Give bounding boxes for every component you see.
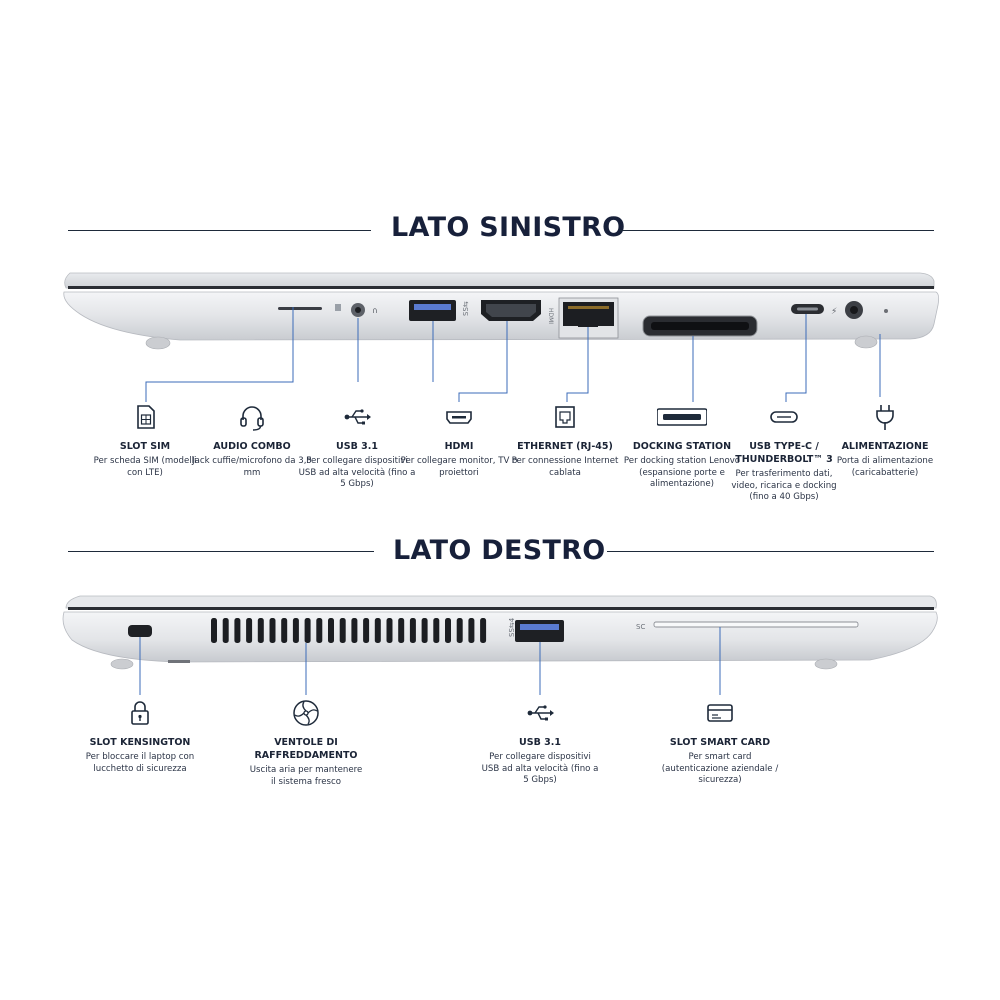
feature-usb-31-left: USB 3.1 Per collegare dispositivi USB ad… — [297, 402, 417, 491]
feature-name: VENTOLE DI RAFFREDDAMENTO — [254, 737, 358, 761]
feature-name: ALIMENTAZIONE — [841, 441, 929, 452]
vent-slot — [269, 618, 276, 643]
title-rule-left-b — [620, 230, 934, 231]
hdmi-icon — [446, 411, 472, 424]
vent-slot — [339, 618, 346, 643]
feature-desc: Per collegare dispositivi USB ad alta ve… — [298, 456, 416, 489]
fan-icon — [293, 700, 319, 726]
title-rule-left-a — [68, 230, 371, 231]
feature-name: HDMI — [444, 441, 474, 452]
feature-usb-31-right: USB 3.1 Per collegare dispositivi USB ad… — [480, 698, 600, 787]
title-rule-right-b — [607, 551, 934, 552]
sim-slot — [278, 307, 322, 310]
vent-slot — [445, 618, 451, 643]
feature-name: ETHERNET (RJ-45) — [517, 441, 613, 452]
feature-desc: Per collegare monitor, TV o proiettori — [400, 456, 518, 478]
feature-name: SLOT SMART CARD — [669, 737, 771, 748]
svg-text:SS⇆: SS⇆ — [462, 301, 470, 316]
sim-card-icon — [137, 405, 155, 429]
title-rule-right-a — [68, 551, 374, 552]
vent-slot — [257, 618, 264, 643]
vent-slot — [398, 618, 405, 643]
vent-slot — [374, 618, 381, 643]
headset-icon — [240, 406, 264, 431]
feature-desc: Per connessione Internet cablata — [511, 456, 619, 478]
vent-slot — [292, 618, 299, 643]
vent-slot — [234, 618, 241, 643]
vent-slot — [304, 618, 311, 643]
feature-desc: Per collegare dispositivi USB ad alta ve… — [481, 752, 599, 785]
feature-desc: Per docking station Lenovo (espansione p… — [623, 456, 741, 489]
feature-desc: Jack cuffie/microfono da 3,5 mm — [192, 456, 312, 478]
vent-slot — [468, 618, 475, 643]
vent-slot — [316, 618, 323, 643]
feature-name: DOCKING STATION — [632, 441, 732, 452]
svg-text:SC: SC — [636, 623, 645, 631]
feature-desc: Per scheda SIM (modelli con LTE) — [93, 456, 197, 478]
vent-slot — [480, 618, 487, 643]
feature-desc: Per trasferimento dati, video, ricarica … — [731, 469, 837, 502]
vent-slot — [211, 618, 217, 643]
feature-desc: Per bloccare il laptop con lucchetto di … — [85, 752, 195, 774]
feature-audio-combo: AUDIO COMBO Jack cuffie/microfono da 3,5… — [192, 402, 312, 479]
svg-text:HDMI: HDMI — [547, 308, 554, 324]
right-side-title: LATO DESTRO — [393, 535, 606, 566]
feature-name: SLOT SIM — [119, 441, 171, 452]
vent-slot — [363, 618, 370, 643]
power-plug-icon — [876, 405, 894, 430]
feature-ethernet: ETHERNET (RJ-45) Per connessione Interne… — [505, 402, 625, 479]
svg-text:⚡: ⚡ — [831, 307, 837, 317]
feature-usb-c-thunderbolt: USB TYPE-C / THUNDERBOLT™ 3 Per trasferi… — [724, 402, 844, 504]
vent-slot — [433, 618, 440, 643]
docking-icon — [657, 408, 707, 426]
feature-slot-sim: SLOT SIM Per scheda SIM (modelli con LTE… — [85, 402, 205, 479]
smart-card-icon — [707, 704, 733, 722]
usb-c-icon — [770, 411, 798, 423]
ethernet-icon — [555, 406, 575, 428]
feature-desc: Uscita aria per mantenere il sistema fre… — [249, 765, 363, 787]
left-side-title: LATO SINISTRO — [391, 212, 626, 243]
feature-hdmi: HDMI Per collegare monitor, TV o proiett… — [399, 402, 519, 479]
feature-name: USB 3.1 — [519, 737, 561, 748]
svg-text:∩: ∩ — [372, 306, 378, 315]
feature-ventole: VENTOLE DI RAFFREDDAMENTO Uscita aria pe… — [246, 698, 366, 788]
feature-desc: Porta di alimentazione (caricabatterie) — [836, 456, 934, 478]
vent-slot — [421, 618, 428, 643]
feature-desc: Per smart card (autenticazione aziendale… — [661, 752, 779, 785]
feature-alimentazione: ALIMENTAZIONE Porta di alimentazione (ca… — [825, 402, 945, 479]
feature-name: USB 3.1 — [336, 441, 378, 452]
feature-slot-smart-card: SLOT SMART CARD Per smart card (autentic… — [660, 698, 780, 787]
vent-slot — [386, 618, 393, 643]
vent-slot — [328, 618, 334, 643]
vent-slot — [456, 618, 463, 643]
feature-name: SLOT KENSINGTON — [89, 737, 191, 748]
svg-text:SS⇆4: SS⇆4 — [508, 617, 516, 637]
feature-slot-kensington: SLOT KENSINGTON Per bloccare il laptop c… — [80, 698, 200, 775]
vent-slot — [246, 618, 253, 643]
feature-name: AUDIO COMBO — [213, 441, 291, 452]
feature-name: USB TYPE-C / THUNDERBOLT™ 3 — [735, 441, 833, 465]
vent-slot — [409, 618, 416, 643]
vent-slot — [281, 618, 288, 643]
usb-icon — [344, 409, 371, 425]
vent-slot — [222, 618, 229, 643]
lock-icon — [131, 701, 149, 725]
feature-docking-station: DOCKING STATION Per docking station Leno… — [622, 402, 742, 491]
usb-icon — [527, 705, 554, 721]
vent-slot — [351, 618, 358, 643]
